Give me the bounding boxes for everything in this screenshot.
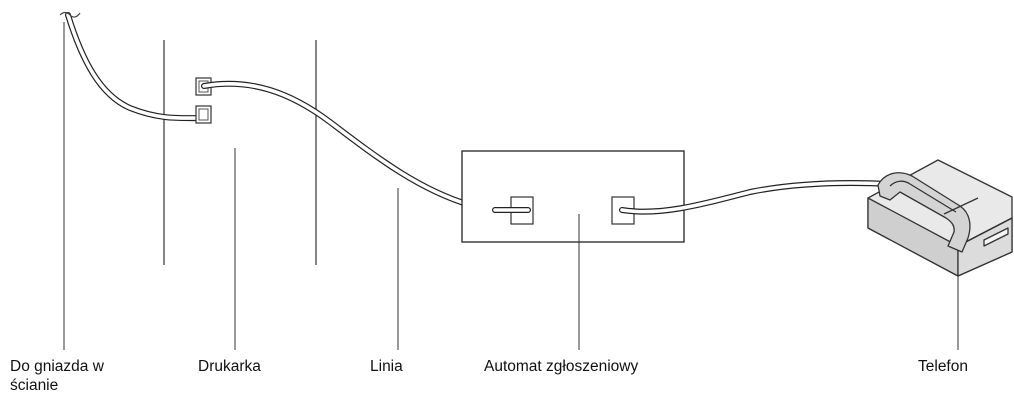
wall-cable-cut-end [59,11,81,18]
line-label: Linia [370,358,403,375]
printer-label: Drukarka [198,358,261,375]
wall-socket-label: Do gniazda w ścianie [10,358,104,394]
answering-machine-label: Automat zgłoszeniowy [484,358,639,375]
wall-cable [65,12,207,122]
phone-cable [619,179,893,215]
answering-machine-box [461,150,685,243]
telephone-icon [867,159,1013,277]
telephone-label: Telefon [918,358,968,375]
printer-phone-port [195,105,212,124]
